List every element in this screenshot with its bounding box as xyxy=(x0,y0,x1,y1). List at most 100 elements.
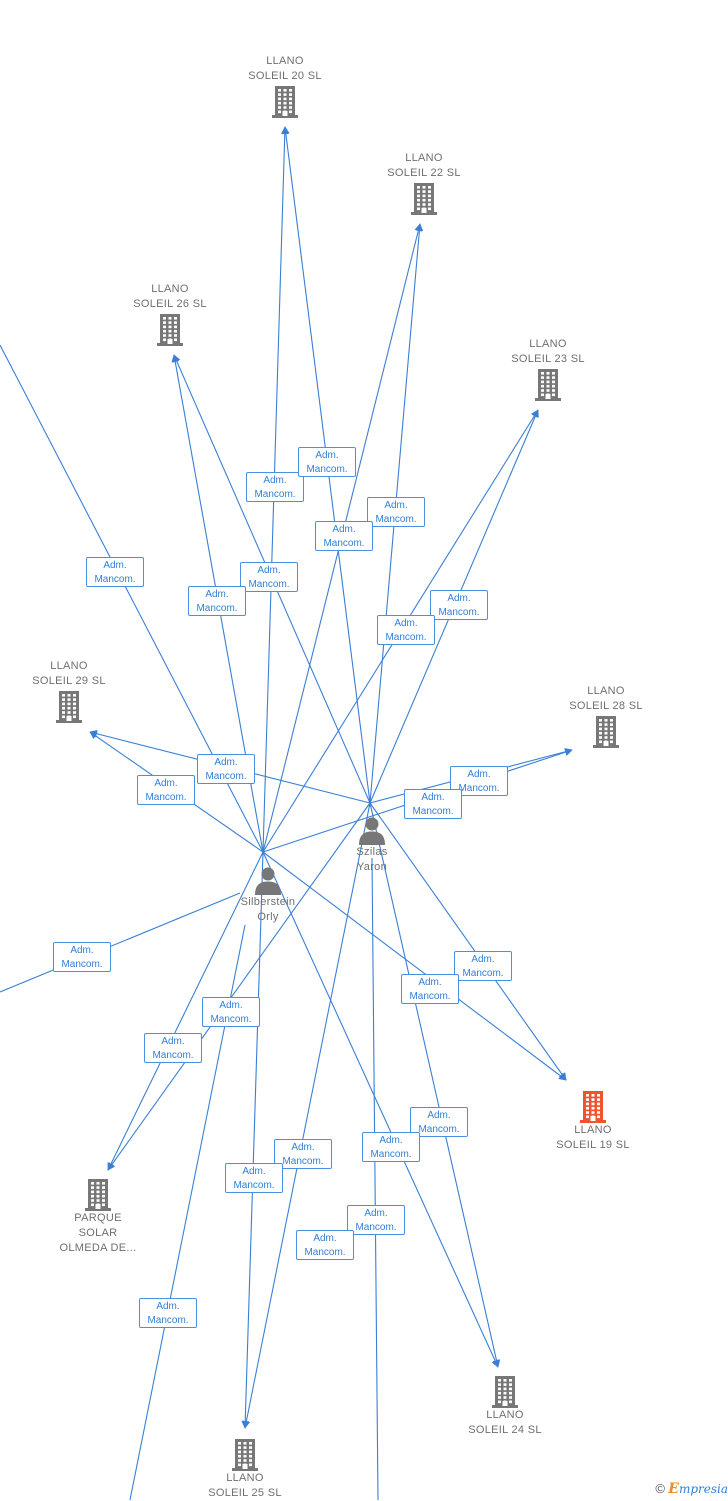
person-icon xyxy=(307,815,437,845)
edge-label-adm-mancom[interactable]: Adm. Mancom. xyxy=(367,497,425,527)
node-label-line: SOLEIL 25 SL xyxy=(208,1487,282,1499)
edge-label-adm-mancom[interactable]: Adm. Mancom. xyxy=(430,590,488,620)
node-label-line: LLANO xyxy=(226,1472,264,1484)
edge-label-text: Adm. xyxy=(379,1135,403,1146)
edge-label-adm-mancom[interactable]: Adm. Mancom. xyxy=(401,974,459,1004)
edge-label-text: Adm. xyxy=(384,500,408,511)
edge-silberstein-llano25 xyxy=(241,851,264,1429)
node-label-line: SOLEIL 26 SL xyxy=(133,298,207,310)
edge-silberstein-parque xyxy=(107,851,264,1171)
edge-label-adm-mancom[interactable]: Adm. Mancom. xyxy=(188,586,246,616)
node-label-line: SOLEIL 23 SL xyxy=(511,353,585,365)
edge-label-adm-mancom[interactable]: Adm. Mancom. xyxy=(197,754,255,784)
edge-label-text: Mancom. xyxy=(375,514,417,525)
edge-label-text: Adm. xyxy=(332,524,356,535)
edge-label-text: Adm. xyxy=(154,778,178,789)
edge-label-text: Mancom. xyxy=(409,991,451,1002)
edge-label-adm-mancom[interactable]: Adm.Mancom. xyxy=(315,521,373,551)
node-label-line: LLANO xyxy=(486,1409,524,1421)
node-label-line: SOLEIL 29 SL xyxy=(32,675,106,687)
edge-szilas-parque xyxy=(107,802,371,1171)
edge-label-adm-mancom[interactable]: Adm. Mancom. xyxy=(139,1298,197,1328)
edge-label-adm-mancom[interactable]: Adm. Mancom. xyxy=(137,775,195,805)
edge-label-text: Mancom. xyxy=(61,959,103,970)
edge-label-adm-mancom[interactable]: Adm.Mancom. xyxy=(377,615,435,645)
edge-label-text: Adm. xyxy=(427,1110,451,1121)
node-label-line: LLANO xyxy=(266,55,304,67)
edge-label-text: Adm. xyxy=(291,1142,315,1153)
footer-brand[interactable]: © Empresia xyxy=(651,1478,728,1500)
edge-label-text: Mancom. xyxy=(196,603,238,614)
node-label-line: Szilas xyxy=(356,846,388,858)
edge-label-text: Mancom. xyxy=(152,1050,194,1061)
edge-label-text: Mancom. xyxy=(458,783,500,794)
edge-label-text: Mancom. xyxy=(370,1149,412,1160)
edge-label-adm-mancom[interactable]: Adm.Mancom. xyxy=(454,951,512,981)
edge-label-text: Mancom. xyxy=(462,968,504,979)
node-llano23[interactable]: LLANO SOLEIL 23 SL xyxy=(483,337,613,401)
node-label-line: SOLEIL 20 SL xyxy=(248,70,322,82)
edge-label-text: Mancom. xyxy=(94,574,136,585)
node-llano25[interactable]: LLANO SOLEIL 25 SL xyxy=(180,1437,310,1501)
node-label-line: OLMEDA DE... xyxy=(59,1242,137,1254)
edge-label-adm-mancom[interactable]: Adm.Mancom. xyxy=(53,942,111,972)
edge-silberstein-llano19 xyxy=(262,851,567,1081)
edge-label-text: Mancom. xyxy=(355,1222,397,1233)
node-llano20[interactable]: LLANO SOLEIL 20 SL xyxy=(220,54,350,118)
edge-label-text: Mancom. xyxy=(147,1315,189,1326)
edge-label-text: Adm. xyxy=(156,1301,180,1312)
building-icon xyxy=(541,714,671,748)
edge-label-adm-mancom[interactable]: Adm. Mancom. xyxy=(246,472,304,502)
edge-label-text: Mancom. xyxy=(254,489,296,500)
person-icon xyxy=(203,865,333,895)
edge-label-text: Mancom. xyxy=(248,579,290,590)
edge-label-adm-mancom[interactable]: Adm.Mancom. xyxy=(144,1033,202,1063)
building-icon xyxy=(4,689,134,723)
building-icon xyxy=(359,181,489,215)
building-icon xyxy=(105,312,235,346)
edge-label-text: Mancom. xyxy=(205,771,247,782)
building-icon xyxy=(33,1177,163,1211)
node-label-line: SOLAR xyxy=(78,1227,118,1239)
brand-logo-text: mpresia xyxy=(678,1482,728,1496)
edge-label-adm-mancom[interactable]: Adm.Mancom. xyxy=(240,562,298,592)
building-icon xyxy=(220,84,350,118)
building-icon xyxy=(528,1089,658,1123)
edge-offscreen-4 xyxy=(371,857,379,1500)
edge-label-adm-mancom[interactable]: Adm.Mancom. xyxy=(225,1163,283,1193)
edge-label-text: Mancom. xyxy=(438,607,480,618)
node-label-line: SOLEIL 22 SL xyxy=(387,167,461,179)
node-parque[interactable]: PARQUE SOLAR OLMEDA DE... xyxy=(33,1177,163,1256)
edge-label-adm-mancom[interactable]: Adm.Mancom. xyxy=(202,997,260,1027)
edge-label-adm-mancom[interactable]: Adm.Mancom. xyxy=(347,1205,405,1235)
node-label-line: LLANO xyxy=(529,338,567,350)
edge-label-adm-mancom[interactable]: Adm.Mancom. xyxy=(86,557,144,587)
edge-label-text: Adm. xyxy=(205,589,229,600)
edge-label-adm-mancom[interactable]: Adm.Mancom. xyxy=(296,1230,354,1260)
edge-label-text: Mancom. xyxy=(145,792,187,803)
edge-label-text: Adm. xyxy=(313,1233,337,1244)
edge-label-text: Adm. xyxy=(467,769,491,780)
node-label-line: LLANO xyxy=(574,1124,612,1136)
node-label-line: Silberstein xyxy=(240,896,296,908)
edge-label-text: Mancom. xyxy=(210,1014,252,1025)
edge-label-adm-mancom[interactable]: Adm. Mancom. xyxy=(362,1132,420,1162)
edge-label-adm-mancom[interactable]: Adm.Mancom. xyxy=(274,1139,332,1169)
edge-label-adm-mancom[interactable]: Adm.Mancom. xyxy=(404,789,462,819)
edge-label-text: Adm. xyxy=(447,593,471,604)
edges-layer xyxy=(0,126,573,1500)
node-label-line: PARQUE xyxy=(74,1212,122,1224)
edge-label-text: Adm. xyxy=(418,977,442,988)
edge-label-adm-mancom[interactable]: Adm.Mancom. xyxy=(298,447,356,477)
edge-label-text: Adm. xyxy=(214,757,238,768)
edge-label-text: Adm. xyxy=(242,1166,266,1177)
edge-label-text: Adm. xyxy=(263,475,287,486)
